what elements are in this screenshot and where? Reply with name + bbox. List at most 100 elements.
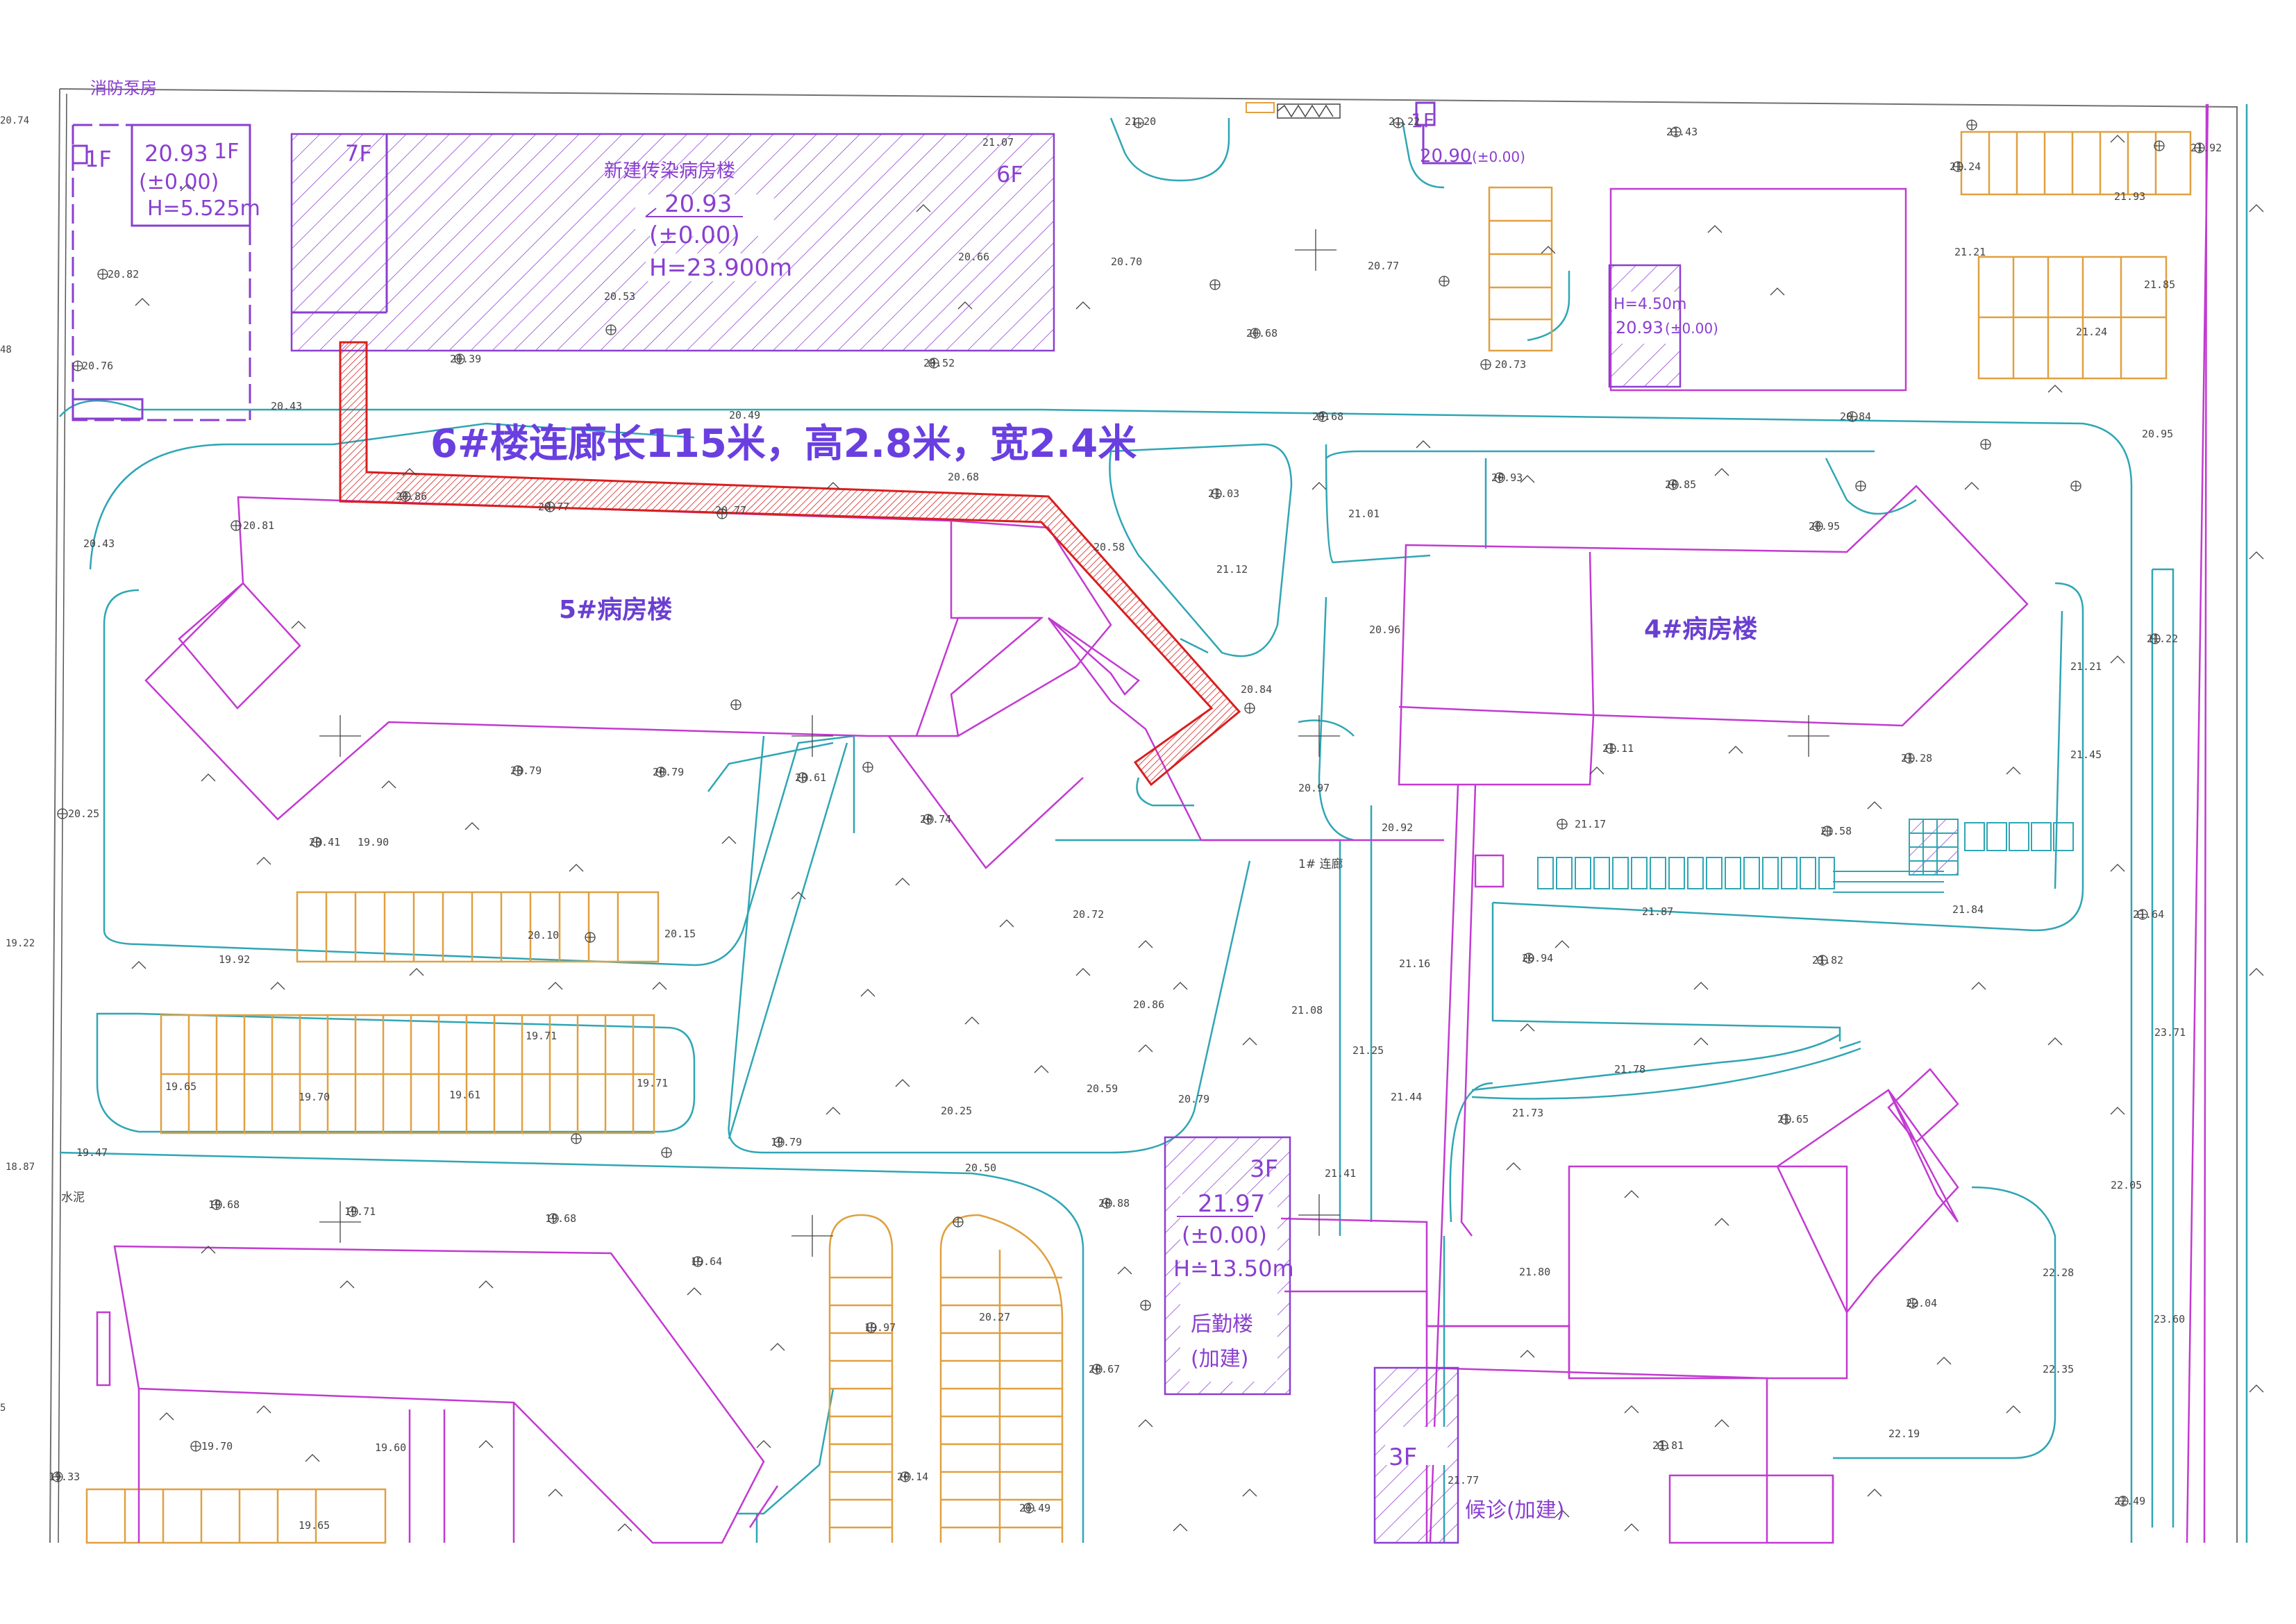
steps-marks	[1246, 102, 2074, 893]
spot-elevation: 19.92	[219, 953, 250, 966]
spot-elevation: 20.15	[664, 928, 696, 940]
spot-elevation: 20.59	[1087, 1082, 1118, 1095]
spot-elevation: 21.45	[2070, 748, 2102, 761]
spot-elevation: 20.72	[1073, 908, 1104, 921]
spot-elevation: 20.93	[1491, 471, 1523, 484]
cement-label: 水泥	[61, 1191, 85, 1205]
spot-elevation: 21.12	[1216, 563, 1248, 576]
spot-elevation: 21.25	[1352, 1044, 1384, 1057]
spot-elevation: 19.90	[358, 836, 389, 848]
edge-label: 20.74	[0, 115, 29, 126]
infectious-ward-elevation: 20.93	[664, 190, 732, 218]
spot-elevation: 20.77	[1368, 260, 1399, 272]
spot-elevation: 20.58	[1093, 541, 1125, 553]
infectious-ward-name: 新建传染病房楼	[604, 160, 735, 182]
spot-elevation: 22.04	[1906, 1297, 1937, 1309]
spot-elevation: 20.67	[1089, 1363, 1120, 1375]
spot-elevation: 21.24	[1950, 160, 1981, 173]
outpatient-floors: 3F	[1389, 1443, 1417, 1471]
spot-elevation: 20.88	[1098, 1197, 1130, 1209]
logistics-floors: 3F	[1250, 1155, 1278, 1183]
spot-elevation: 21.65	[1777, 1113, 1809, 1125]
spot-elevation: 21.24	[2076, 326, 2107, 338]
buildings-outline	[96, 103, 2208, 1544]
spot-elevation: 21.85	[2144, 278, 2175, 291]
spot-elevation: 20.25	[68, 807, 99, 820]
logistics-zero: (±0.00)	[1182, 1222, 1267, 1248]
spot-elevation: 21.11	[1602, 742, 1634, 755]
spot-elevation: 21.84	[1952, 903, 1984, 916]
spot-elevation: 21.01	[1348, 508, 1380, 520]
outpatient-name: 候诊(加建)	[1465, 1498, 1564, 1523]
spot-elevation: 21.22	[1389, 115, 1420, 128]
spot-elevation: 20.73	[1495, 358, 1526, 371]
spot-elevation: 20.27	[979, 1311, 1010, 1323]
spot-elevation: 21.43	[1666, 126, 1698, 138]
spot-elevation: 21.93	[2114, 190, 2145, 203]
spot-elevation: 20.95	[1809, 520, 1840, 533]
corridor-6-path	[339, 341, 1241, 787]
spot-elevation: 19.61	[449, 1089, 480, 1101]
spot-elevation: 20.79	[510, 764, 542, 777]
top-right-floors: 1F	[1411, 109, 1434, 132]
spot-elevation: 20.68	[1246, 327, 1277, 340]
site-boundary	[49, 88, 2248, 1543]
spot-elevation: 20.74	[920, 813, 951, 826]
spot-elevation: 21.07	[982, 136, 1014, 149]
logistics-height: H≐13.50m	[1173, 1255, 1294, 1282]
pump-house-height: H=5.525m	[147, 196, 260, 221]
spot-elevation: 20.43	[271, 400, 302, 412]
spot-elevation: 21.77	[1448, 1474, 1479, 1487]
spot-elevation: 21.58	[1820, 825, 1852, 837]
spot-elevation: 21.16	[1399, 957, 1430, 970]
spot-elevation: 20.49	[1019, 1502, 1050, 1514]
spot-elevation: 21.41	[1325, 1167, 1356, 1180]
spot-elevation: 22.05	[2111, 1179, 2142, 1191]
spot-elevation: 19.79	[771, 1136, 802, 1148]
spot-elevation: 21.08	[1291, 1004, 1323, 1016]
spot-elevation: 20.52	[923, 357, 955, 369]
spot-elevation: 20.50	[965, 1162, 996, 1174]
building-5-outline	[144, 496, 1112, 821]
spot-elevation: 20.96	[1369, 623, 1400, 636]
spot-elevation: 20.66	[958, 251, 989, 263]
spot-elevation: 22.28	[2043, 1266, 2074, 1279]
corridor-1-label: 1# 连廊	[1298, 857, 1343, 871]
spot-elevation: 23.60	[2154, 1313, 2185, 1325]
right-small-height: H=4.50m	[1614, 296, 1686, 313]
parking-areas	[85, 131, 2192, 1544]
spot-elevation: 20.41	[309, 836, 340, 848]
edge-label: 18.87	[6, 1162, 35, 1173]
spot-elevation: 21.73	[1512, 1107, 1543, 1119]
spot-elevation: 19.70	[201, 1440, 233, 1453]
spot-elevation: 20.94	[1522, 952, 1553, 964]
spot-elevation: 20.86	[396, 490, 427, 503]
spot-elevation: 20.82	[108, 268, 139, 281]
spot-elevation: 19.68	[545, 1212, 576, 1225]
spot-elevation: 19.68	[208, 1198, 240, 1211]
spot-elevation: 20.97	[1298, 782, 1330, 794]
spot-elevation: 20.85	[1665, 478, 1696, 491]
pump-house-elevation: 20.93	[144, 140, 208, 167]
right-small-elevation: 20.93	[1616, 318, 1664, 337]
spot-elevation: 20.43	[83, 537, 115, 550]
top-right-zero: (±0.00)	[1472, 149, 1525, 165]
spot-elevation: 20.79	[1178, 1093, 1209, 1105]
pump-house-floors: 1F	[214, 140, 239, 164]
spot-elevation: 21.28	[1901, 752, 1932, 764]
infectious-ward-floors-right: 6F	[996, 161, 1023, 187]
infectious-ward-floors-left: 7F	[345, 140, 372, 167]
spot-elevation: 19.71	[526, 1030, 557, 1042]
spot-elevation: 20.86	[1133, 998, 1164, 1011]
spot-elevation: 20.68	[948, 471, 979, 483]
spot-elevation: 19.65	[299, 1519, 330, 1532]
building-bottom-left-outline	[113, 1245, 765, 1544]
spot-elevation: 21.20	[1125, 115, 1156, 128]
spot-elevation: 23.71	[2154, 1026, 2186, 1039]
corridor-annotation: 6#楼连廊长115米，高2.8米，宽2.4米	[430, 421, 1137, 467]
top-right-elevation: 20.90	[1420, 146, 1471, 167]
spot-elevation: 21.82	[1812, 954, 1843, 966]
edge-labels: 20.74 48 19.22 18.87 5	[0, 115, 35, 1414]
spot-elevation: 20.25	[941, 1105, 972, 1117]
